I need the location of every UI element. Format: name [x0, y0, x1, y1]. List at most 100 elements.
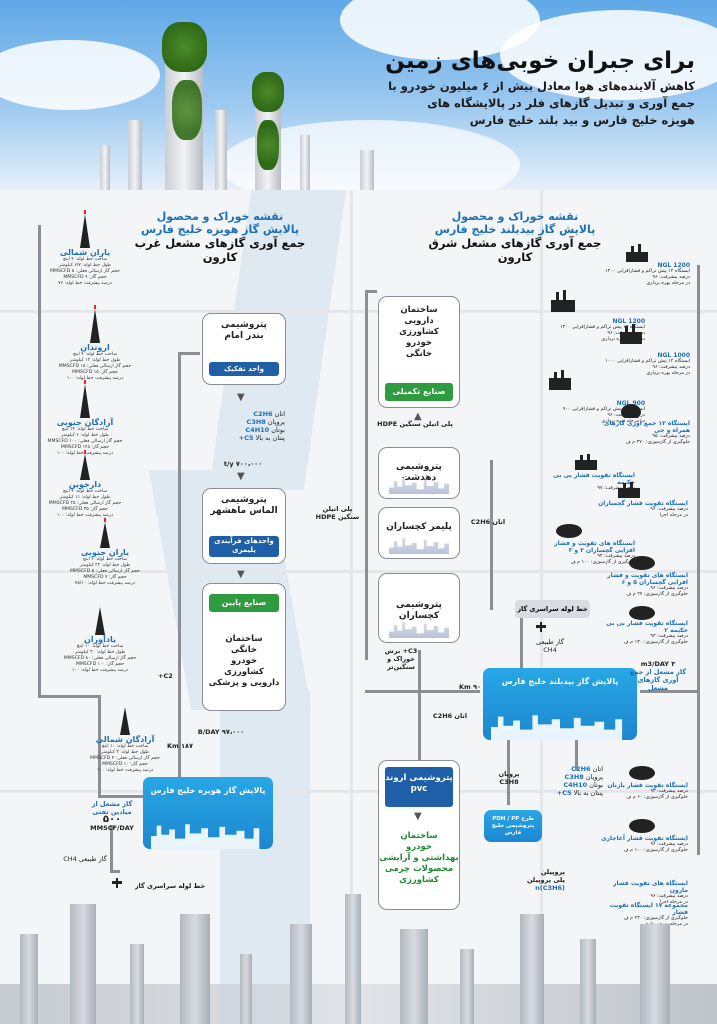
pipeline	[640, 690, 697, 693]
oil-rig-icon	[120, 707, 130, 735]
pipeline	[38, 225, 41, 695]
pipeline	[110, 870, 120, 873]
station-item: ایستگاه های تقویت و فشار افزایی گچساران …	[545, 524, 635, 566]
arrow-up-icon: ▲	[414, 411, 422, 422]
oil-rig-icon	[80, 380, 90, 418]
bar-complementary: صنایع تکمیلی	[385, 383, 453, 401]
oil-rig-icon	[100, 518, 110, 548]
west-heading: نقشه خوراک و محصول پالایش گاز هویزه خلیج…	[134, 210, 306, 264]
factory-silhouette	[0, 880, 717, 1024]
ivy-illustration	[172, 80, 202, 140]
pipeline	[490, 460, 493, 610]
pipeline	[365, 290, 368, 660]
tank-icon	[629, 556, 655, 570]
gas-tap-icon	[112, 878, 122, 888]
propane-label: پروپان C3H8	[498, 770, 520, 786]
km-label: ۱۸۷ Km	[167, 742, 193, 750]
hero-banner	[0, 0, 717, 190]
box-polymer-gachsaran: پلیمر کچساران	[378, 507, 460, 559]
tank-icon	[629, 766, 655, 780]
east-heading: نقشه خوراک و محصول پالایش گاز بیدبلند خل…	[428, 210, 602, 264]
bday-label: ۹۷،۰۰۰ B/DAY	[197, 728, 245, 736]
pipeline	[365, 690, 480, 693]
ivy-illustration	[162, 22, 207, 72]
tank-icon	[556, 524, 582, 538]
polypropylene-label: پروپیلن پلی پروپیلن n(C3H6)	[526, 868, 565, 892]
station-item: ایستگاه تقویت فشار آغاجاری درصد پیشرفت: …	[598, 819, 688, 854]
cloud	[0, 40, 160, 110]
factory-icon	[618, 482, 640, 498]
gas-tap-icon	[536, 622, 546, 632]
factory-icon	[626, 244, 648, 262]
pipeline	[98, 695, 101, 795]
pipeline	[697, 265, 700, 855]
box-pdh: طرح PDH / PP پتروشیمی خلیج فارس	[484, 810, 542, 842]
pipeline	[98, 795, 143, 798]
pipeline	[520, 603, 523, 673]
c3-label: C3+ برش خوراک و سنگین‌تر	[384, 647, 418, 671]
factory-icon	[549, 370, 571, 390]
pipeline	[178, 352, 181, 792]
factory-icon	[575, 454, 597, 470]
box-dehdasht: پتروشیمی دهدشت	[378, 447, 460, 499]
oil-rig-icon	[95, 607, 105, 635]
flare-label-east: ۳ m3/DAY گاز مشعل از جمع آوری گازهای مشع…	[629, 660, 687, 692]
km-east-label: ۹۰ Km	[458, 683, 481, 691]
arrow-down-icon: ▼	[237, 569, 245, 580]
factory-icon	[551, 290, 575, 312]
ethane-label: اتان C2H6	[470, 518, 506, 526]
tank-icon	[621, 404, 641, 418]
refinery-bidboland: پالایش گاز بیدبلند خلیج فارس	[483, 668, 637, 740]
station-item: ایستگاه های تقویت و فشار افزایی گچساران …	[598, 556, 688, 598]
c2-label: C2+	[158, 672, 173, 680]
station-item: NGL 1200 ایستگاه ۱۲ پیش تراکم و فشارافزا…	[590, 244, 690, 287]
arrow-down-icon: ▼	[414, 811, 422, 822]
cloud	[500, 10, 717, 100]
pipeline	[575, 740, 578, 770]
chimney-illustration	[360, 150, 374, 190]
pipeline	[38, 695, 98, 698]
pipeline-label-west: خط لوله سراسری گاز	[134, 882, 206, 890]
natgas-label-east: گاز طبیعی CH4	[536, 638, 564, 654]
arrow-down-icon: ▼	[237, 392, 245, 403]
oil-rig-icon	[80, 210, 90, 248]
station-item: ایستگاه های تقویت فشار مارون درصد پیشرفت…	[612, 880, 688, 905]
hdpe-label: پلی اتیلن سنگین HDPE	[377, 420, 453, 428]
ethane-label-2: اتان C2H6	[432, 712, 468, 720]
station-item: ایستگاه تقویت فشار بی بی حکیمه ۲ درصد پی…	[598, 606, 688, 646]
arrow-down-icon: ▼	[237, 471, 245, 482]
oil-rig-icon	[80, 450, 90, 480]
natgas-label-west: گاز طبیعی CH4	[63, 855, 107, 863]
chimney-illustration	[300, 135, 310, 190]
amount-label: ۷۰۰،۰۰۰ t/y	[223, 460, 263, 468]
ivy-illustration	[252, 72, 284, 112]
pipeline	[365, 290, 377, 293]
station-item: ایستگاه ۱۲ جمع آوری گازهای همراه و جی در…	[600, 404, 690, 446]
chimney-illustration	[128, 120, 142, 190]
station-item: NGL 1000 ایستگاه ۱۲ پیش تراکم و فشارافزا…	[590, 324, 690, 377]
pipeline	[178, 352, 200, 355]
ivy-illustration	[257, 120, 279, 170]
pipeline	[110, 825, 113, 870]
station-item: ایستگاه تقویت فشار پازنان درصد پیشرفت: ۹…	[598, 766, 688, 801]
mid-products-list: اتان C2H6 پروپان C3H8 بوتان C4H10 پنتان …	[556, 765, 603, 797]
bar-downstream: صنایع پایین دستی	[209, 594, 279, 625]
products-list-west: اتان C2H6 پروپان C3H8 بوتان C4H10 پنتان …	[238, 410, 285, 442]
bar-polymer-units: واحدهای فرآیندی پلیمری	[209, 536, 279, 557]
page-title: برای جبران خوبی‌های زمین	[385, 48, 695, 74]
